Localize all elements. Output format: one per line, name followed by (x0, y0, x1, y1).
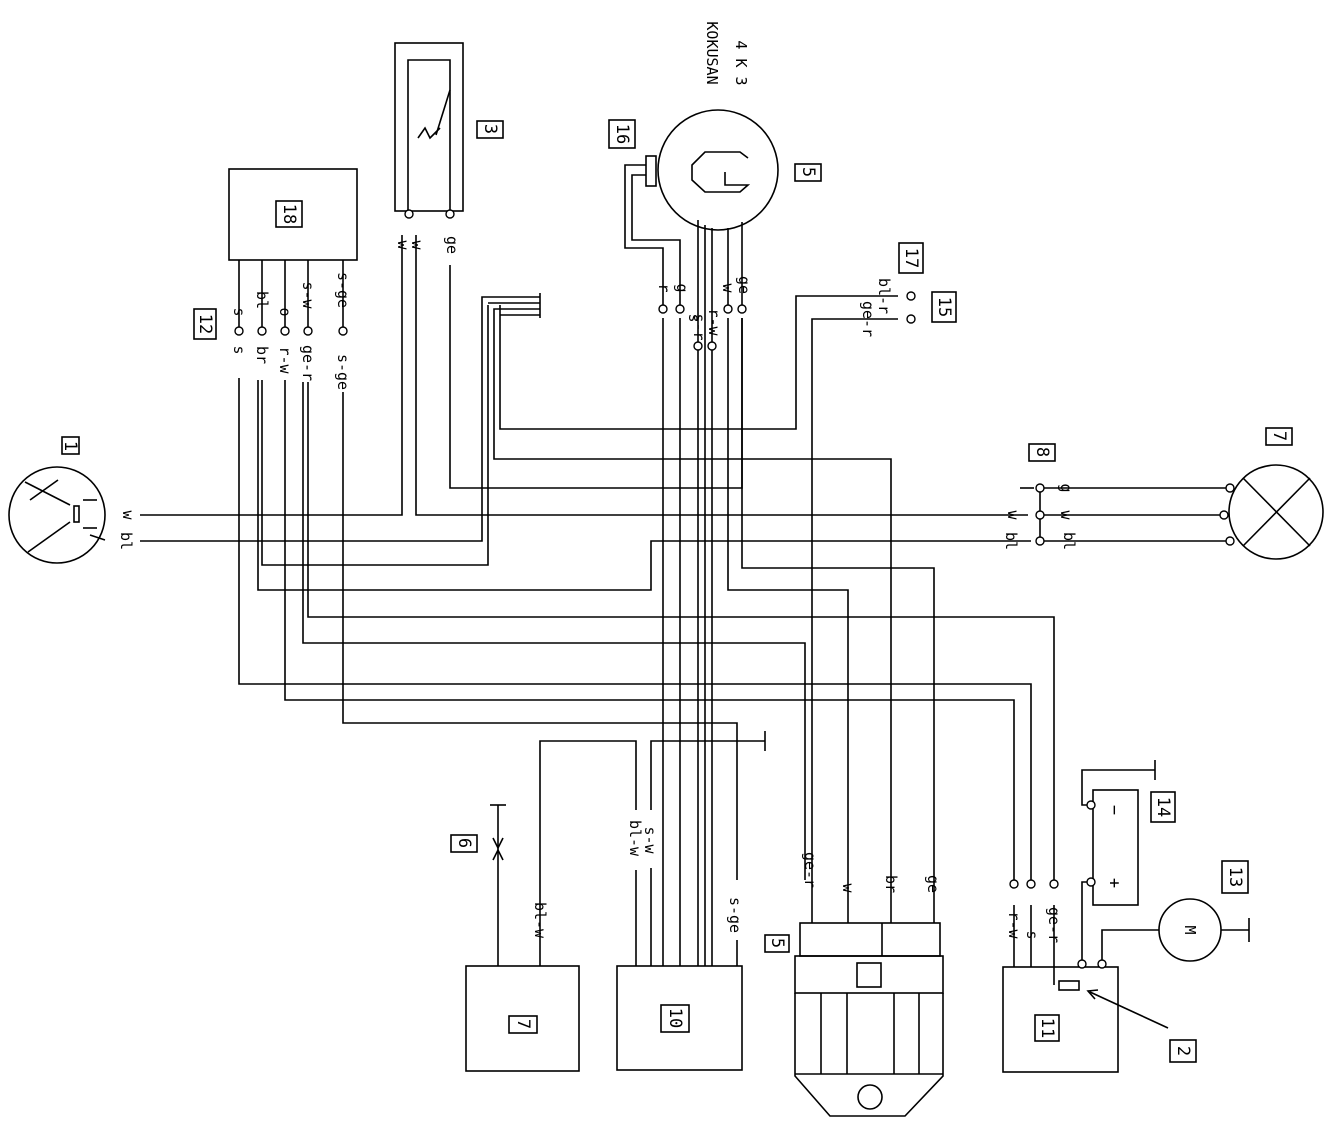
alternator-brand: KOKUSAN (703, 21, 721, 84)
switch-3 (394, 42, 464, 212)
battery-minus: − (1104, 805, 1124, 815)
alt-wire-ge: ge (735, 276, 753, 294)
headlight-label-bl: bl (117, 532, 135, 550)
callout-13: 18 (279, 204, 299, 224)
conn9-right-bl: bl (1060, 532, 1078, 550)
reg-wire-ge: ge (924, 875, 942, 893)
callout-5: 5 (798, 167, 818, 177)
comp10-wire-bl-w: bl-w (626, 820, 644, 857)
callout-7: 6 (454, 838, 474, 848)
callout-15: 14 (1153, 797, 1173, 817)
regulator-4 (794, 922, 944, 1117)
comp6-wire-bl-w: bl-w (531, 902, 549, 939)
comp11-wire-ge-r: ge-r (1045, 907, 1063, 943)
component-11-box (1002, 966, 1119, 1073)
conn9-right-g: g (1057, 483, 1075, 492)
callout-11: 11 (1037, 1018, 1057, 1038)
battery-15: − + (1086, 789, 1139, 906)
callout-4: 5 (767, 938, 787, 948)
callout-1: 1 (60, 441, 80, 451)
conn12-top-o: o (276, 307, 294, 316)
conn12-bot-r-w: r-w (276, 346, 294, 374)
conn12-bot-ge-r: ge-r (299, 345, 317, 381)
alt-wire-s-r: s-r (690, 313, 708, 340)
comp10-wire-s-ge: s-ge (726, 897, 744, 933)
callout-9: 8 (1032, 447, 1052, 457)
conn12-top-s-ge: s-ge (334, 272, 352, 308)
reg-wire-ge-r: ge-r (801, 852, 819, 888)
alternator-5 (645, 109, 779, 231)
callout-16: 15 (934, 297, 954, 317)
conn12-bot-s-ge: s-ge (334, 354, 352, 390)
alt-wire-r-w: r-w (705, 308, 723, 336)
alt-wire-r: r (655, 283, 673, 292)
comp11-wire-s: s (1023, 930, 1041, 939)
left-lamp (8, 466, 106, 564)
switch-wire-w2: w (408, 240, 426, 250)
right-lamp (1219, 464, 1324, 560)
alt-wire-s: s (685, 313, 703, 322)
conn12-bot-s: s (230, 345, 248, 354)
headlight-label-w: w (119, 510, 137, 520)
battery-plus: + (1104, 878, 1124, 888)
motor-symbol: M (1181, 925, 1199, 934)
alt-wire-w: w (719, 283, 737, 293)
conn9-right-w: w (1057, 510, 1075, 520)
conn12-top-s: s (230, 307, 248, 316)
alternator-model: 4 K 3 (732, 40, 750, 85)
callout-6: 7 (513, 1019, 533, 1029)
conn16-wire-ge-r: ge-r (859, 301, 877, 337)
comp11-wire-r-w: r-w (1005, 911, 1023, 939)
callout-8: 7 (1269, 431, 1289, 441)
alt-wire-g: g (673, 283, 691, 292)
component-13-box (228, 168, 358, 261)
switch-wire-ge: ge (443, 236, 461, 254)
conn12-top-bl: bl (253, 291, 271, 309)
conn12-bot-br: br (253, 346, 271, 364)
switch-wire-w1: w (394, 240, 412, 250)
conn9-left-w: w (1004, 510, 1022, 520)
callout-14: 13 (1225, 867, 1245, 887)
reg-wire-br: br (882, 875, 900, 893)
conn9-left-bl: bl (1002, 532, 1020, 550)
conn12-top-s-w: s-w (299, 281, 317, 309)
component-6-box (465, 965, 580, 1072)
callout-10: 10 (665, 1008, 685, 1028)
comp10-wire-s-w: s-w (641, 826, 659, 854)
conn16-wire-bl-r: bl-r (875, 278, 893, 314)
callout-2: 2 (1173, 1046, 1193, 1056)
callout-17: 16 (612, 124, 632, 144)
callout-3: 3 (480, 124, 500, 134)
callout-12: 12 (195, 314, 215, 334)
reg-wire-w: w (839, 883, 857, 893)
callout-18: 17 (901, 248, 921, 268)
